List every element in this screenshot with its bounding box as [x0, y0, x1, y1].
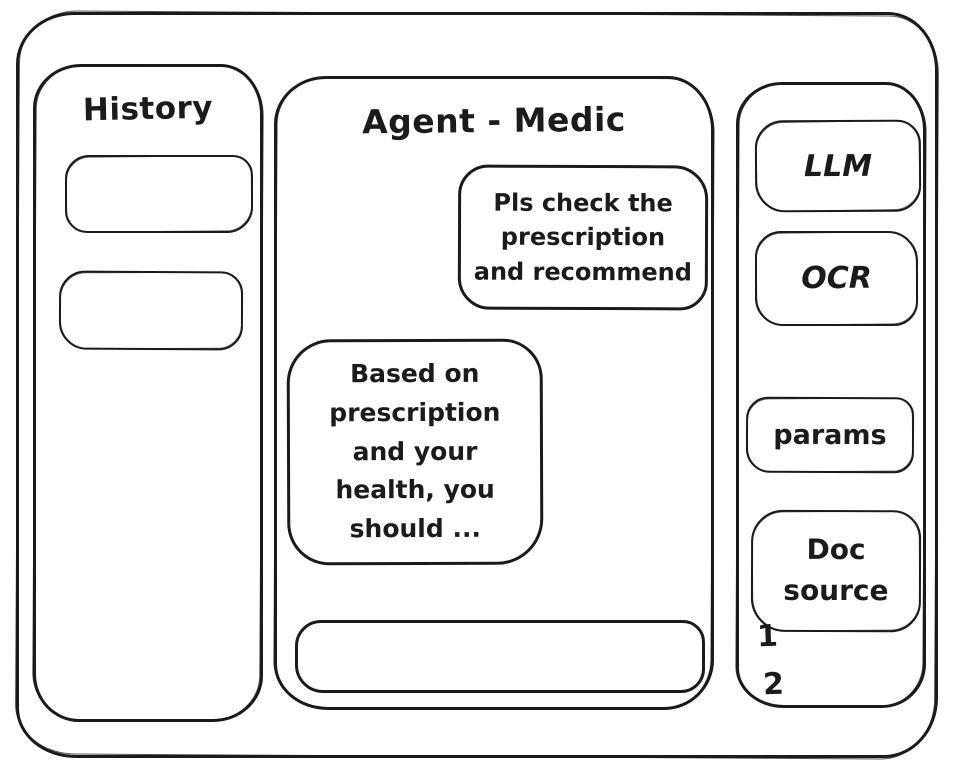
- message-line: Based on: [350, 358, 480, 389]
- llm-button[interactable]: LLM: [754, 119, 922, 213]
- message-line: and your: [352, 436, 478, 466]
- params-button[interactable]: params: [745, 396, 915, 474]
- history-item[interactable]: [65, 155, 253, 233]
- message-line: prescription: [500, 223, 666, 252]
- message-line: Pls check the: [493, 189, 673, 218]
- doc-source-item-1[interactable]: 1: [756, 618, 779, 655]
- doc-source-button[interactable]: Doc source: [750, 509, 922, 633]
- user-message-bubble: Pls check the prescription and recommend: [457, 164, 709, 311]
- doc-source-item-2[interactable]: 2: [762, 666, 785, 703]
- tools-panel: LLM OCR params Doc source 1 2: [736, 82, 926, 708]
- message-line: should ...: [349, 513, 481, 544]
- assistant-message-bubble: Based on prescription and your health, y…: [286, 338, 544, 566]
- chat-title: Agent - Medic: [361, 99, 627, 142]
- message-line: and recommend: [473, 257, 693, 286]
- chat-panel: Agent - Medic Pls check the prescription…: [274, 76, 714, 710]
- message-input[interactable]: [295, 620, 705, 693]
- message-line: prescription: [329, 397, 501, 428]
- message-line: health, you: [335, 475, 495, 505]
- doc-source-label-line: Doc: [806, 533, 866, 567]
- history-panel: History: [33, 64, 263, 722]
- doc-source-label-line: source: [783, 573, 889, 608]
- history-title: History: [82, 89, 214, 129]
- history-item[interactable]: [58, 270, 244, 351]
- ocr-button[interactable]: OCR: [755, 231, 918, 326]
